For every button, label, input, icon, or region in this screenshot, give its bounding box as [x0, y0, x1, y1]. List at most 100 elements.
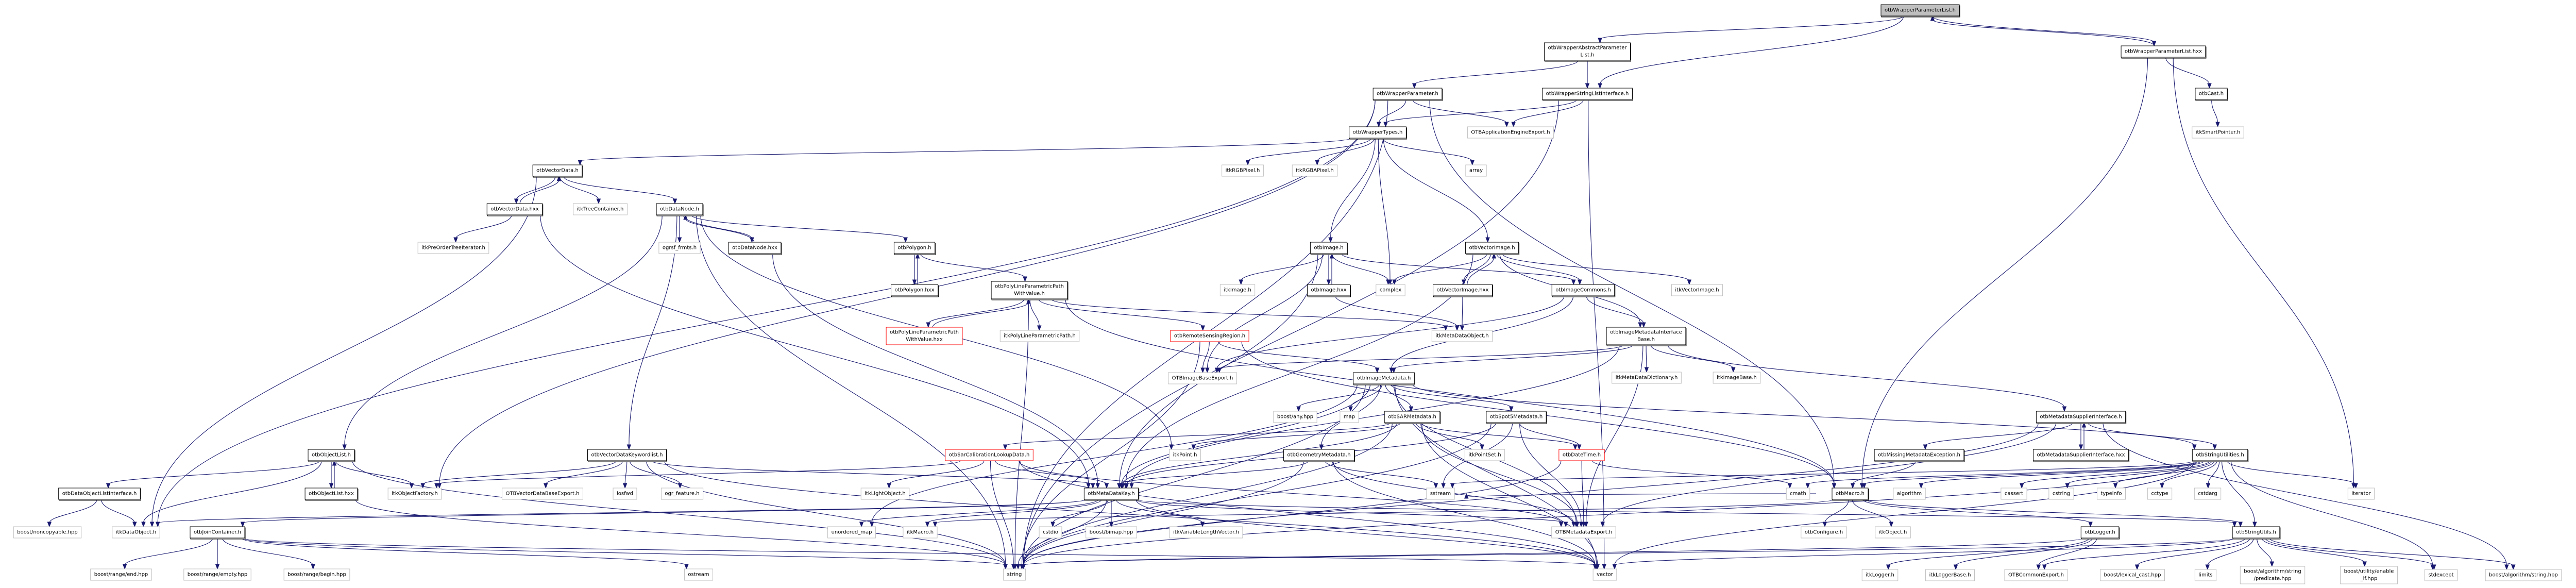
node-otbimagebaseexport-h: OTBImageBaseExport.h [1168, 372, 1237, 384]
edge-n21-n26 [1394, 253, 1487, 281]
node-cctype: cctype [2147, 488, 2173, 500]
node-otbmissingmetadataexception-h[interactable]: otbMissingMetadataException.h [1874, 449, 1965, 462]
node-box [1426, 488, 1455, 500]
node-otbjoincontainer-h[interactable]: otbJoinContainer.h [190, 526, 246, 540]
node-otbpolygon-h[interactable]: otbPolygon.h [893, 242, 936, 255]
edge-n50-n80 [1581, 460, 1584, 524]
node-label: itkPreOrderTreeIterator.h [421, 245, 485, 251]
edge-n36-n42 [1390, 383, 1512, 408]
node-label: itkImage.h [1224, 288, 1251, 293]
node-box [1612, 372, 1682, 384]
node-otbdataobjectlistinterface-h[interactable]: otbDataObjectListInterface.h [58, 488, 141, 501]
node-otbvectorimage-h[interactable]: otbVectorImage.h [1465, 242, 1520, 255]
arrowhead [2207, 83, 2212, 89]
node-label: otbRemoteSensingRegion.h [1174, 333, 1245, 339]
arrowhead [1687, 279, 1692, 285]
node-otbvectordata-hxx[interactable]: otbVectorData.hxx [486, 203, 544, 216]
node-label: otbJoinContainer.h [194, 530, 241, 535]
node-otbgeometrymetadata-h[interactable]: otbGeometryMetadata.h [1283, 449, 1355, 462]
node-otbwrapperparameterlist-hxx[interactable]: otbWrapperParameterList.hxx [2121, 45, 2207, 59]
node-label: cstdarg [2198, 491, 2217, 497]
arrowhead [1200, 325, 1205, 331]
edge-n42-n80 [1519, 422, 1582, 524]
edge-n9-n15 [563, 176, 675, 200]
edge-n21-n28 [1496, 253, 1580, 281]
arrowhead [684, 564, 689, 570]
node-otbsarmetadata-h[interactable]: otbSARMetadata.h [1384, 411, 1441, 424]
node-label: OTBMetadataExport.h [1555, 530, 1612, 535]
arrowhead [1296, 406, 1301, 412]
node-label: itkLoggerBase.h [1929, 573, 1971, 578]
node-otbwrapperparameterlist-h[interactable]: otbWrapperParameterList.h [1880, 4, 1960, 18]
node-otbdatanode-hxx[interactable]: otbDataNode.hxx [728, 242, 782, 255]
node-otbmetadatasupplierinterface-hxx[interactable]: otbMetadataSupplierInterface.hxx [2032, 449, 2130, 462]
node-itkrgbpixel-h: itkRGBPixel.h [1222, 164, 1264, 177]
node-otbimagemetadata-h[interactable]: otbImageMetadata.h [1353, 372, 1415, 385]
node-otbimage-hxx[interactable]: otbImage.hxx [1307, 284, 1351, 297]
node-otbdatanode-h[interactable]: otbDataNode.h [656, 203, 704, 216]
node-box [2001, 488, 2027, 500]
node-label: boost/bimap.hpp [1090, 530, 1133, 535]
node-otbmetadatakey-h[interactable]: otbMetaDataKey.h [1083, 488, 1140, 501]
node-otbsarcalibrationlookupdata-h[interactable]: otbSarCalibrationLookupData.h [945, 449, 1033, 461]
node-box [1592, 568, 1617, 581]
node-otbwrapperparameter-h[interactable]: otbWrapperParameter.h [1372, 88, 1443, 101]
arrowhead [544, 483, 548, 489]
node-box [1431, 330, 1493, 342]
arrowhead [1409, 406, 1414, 412]
node-otbvectorimage-hxx[interactable]: otbVectorImage.hxx [1433, 284, 1493, 297]
node-otbimage-h[interactable]: otbImage.h [1310, 242, 1348, 255]
node-otbobjectlist-hxx[interactable]: otbObjectList.hxx [304, 488, 359, 501]
arrowhead [2088, 522, 2093, 528]
node-box [587, 449, 667, 461]
arrowhead [912, 279, 917, 285]
node-otbwrappertypes-h[interactable]: otbWrapperTypes.h [1349, 126, 1407, 140]
node-otbstringutils-h[interactable]: otbStringUtils.h [2232, 526, 2281, 540]
node-box [991, 281, 1068, 299]
node-otbvectordata-h[interactable]: otbVectorData.h [532, 164, 583, 178]
node-otbremotesensingregion-h[interactable]: otbRemoteSensingRegion.h [1170, 330, 1249, 342]
node-otbobjectlist-h[interactable]: otbObjectList.h [308, 449, 355, 462]
node-label: otbMetaDataKey.h [1088, 491, 1134, 497]
node-label: cstring [2053, 491, 2070, 497]
node-label: otbVectorImage.hxx [1437, 288, 1489, 293]
arrowhead [1509, 406, 1514, 412]
node-label: boost/algorithm/string [2244, 569, 2301, 575]
node-itktreecontainer-h: itkTreeContainer.h [573, 203, 628, 215]
arrowhead [1592, 564, 1598, 570]
node-label: algorithm [1897, 491, 1922, 497]
node-otbspot5metadata-h[interactable]: otbSpot5Metadata.h [1486, 411, 1547, 424]
node-box [1086, 526, 1137, 539]
arrowhead [2019, 483, 2024, 489]
edge-n84-n89 [1023, 537, 2235, 566]
node-otblogger-h[interactable]: otbLogger.h [2080, 526, 2120, 540]
edge-n2-n64 [1861, 57, 2148, 485]
edge-n34-n80 [1586, 344, 1643, 524]
arrowhead [1600, 522, 1605, 528]
node-otbcast-h[interactable]: otbCast.h [2195, 88, 2228, 101]
node-otbwrapperstringlistinterface-h[interactable]: otbWrapperStringListInterface.h [1542, 88, 1633, 101]
node-otbmacro-h[interactable]: otbMacro.h [1832, 488, 1869, 501]
node-label: boost/lexical_cast.hpp [2104, 573, 2161, 578]
arrowhead [1348, 406, 1353, 412]
node-box [684, 568, 714, 581]
edge-n53-n64 [1863, 460, 2202, 485]
node-otbpolygon-hxx[interactable]: otbPolygon.hxx [890, 284, 939, 297]
edge-n74-n89 [242, 537, 1006, 566]
node-otbdatetime-h[interactable]: otbDateTime.h [1558, 449, 1605, 461]
arrowhead [1480, 444, 1484, 450]
arrowhead [1862, 483, 1867, 489]
node-otbmetadatasupplierinterface-h[interactable]: otbMetadataSupplierInterface.h [2036, 411, 2127, 424]
node-label: otbObjectList.hxx [309, 491, 354, 497]
node-itkimage-h: itkImage.h [1219, 284, 1256, 296]
node-label: otbPolyLineParametricPath [890, 330, 959, 335]
node-otbimagecommons-h[interactable]: otbImageCommons.h [1551, 284, 1616, 297]
node-box [502, 488, 583, 500]
node-otbvectordatakeywordlist-h[interactable]: otbVectorDataKeywordlist.h [587, 449, 668, 462]
node-otbstringutilities-h[interactable]: otbStringUtilities.h [2192, 449, 2249, 462]
node-box [945, 449, 1033, 461]
